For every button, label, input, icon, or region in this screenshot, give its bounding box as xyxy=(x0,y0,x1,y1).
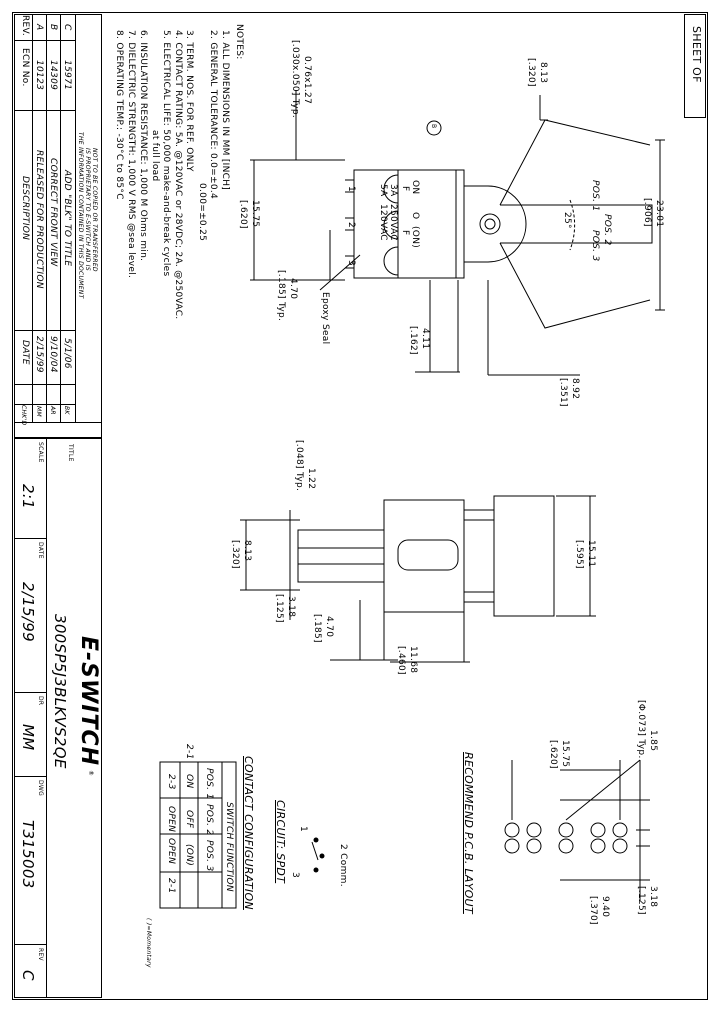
switch-function-header: SWITCH FUNCTION xyxy=(224,802,234,892)
pos-3-label: POS. 3 xyxy=(590,230,600,262)
pcb-dim-1-85-in: [Φ.073] Typ. xyxy=(636,700,646,759)
front-terminal-3 xyxy=(345,255,354,269)
side-view-terminal-block xyxy=(297,529,385,583)
sw-text-3a: 3A xyxy=(388,184,398,197)
sheet-border xyxy=(12,12,708,1000)
pcb-dim-15-75: 15.75 xyxy=(560,740,570,768)
sv-dim-8-13-in: [.320] xyxy=(230,540,240,569)
momentary-footnote: ( )=Momentary xyxy=(145,918,152,968)
sw-text-o: O xyxy=(410,212,420,220)
sw-text-5a: 5A xyxy=(378,184,388,197)
pcb-dim-15-75-in: [.620] xyxy=(548,740,558,769)
fv-dim-15-75: 15.75 xyxy=(250,200,260,228)
row-2-3-term: 2-3 xyxy=(166,774,176,790)
fv-dim-076-in: [.030x.050] Typ. xyxy=(290,40,300,119)
fv-dim-4-11: 4.11 xyxy=(420,328,430,350)
lever-pos-upper xyxy=(499,119,651,206)
fv-dim-4-70-in: [.185] Typ. xyxy=(276,270,286,322)
col-pos-1: POS. 1 xyxy=(204,768,214,800)
front-terminal-2 xyxy=(345,217,354,231)
pos-2-label: POS. 2 xyxy=(602,214,612,246)
sw-text-mom-on: (ON) xyxy=(410,226,420,249)
sw-text-f1: F xyxy=(400,186,410,192)
fv-dim-4-70: 4.70 xyxy=(288,278,298,300)
circuit-title: CIRCUIT: SPDT xyxy=(274,800,287,884)
rev-b-marker: B xyxy=(430,124,437,129)
pcb-layout-holes xyxy=(504,822,628,854)
sw-text-120: 120VAC xyxy=(378,204,388,241)
lever-pos-center xyxy=(500,204,653,244)
fv-dim-8-92: 8.92 xyxy=(570,378,580,400)
front-view-body xyxy=(353,169,465,279)
angle-label: 25° xyxy=(562,212,572,229)
side-view-lever xyxy=(493,495,555,617)
sv-dim-11-68-in: [.460] xyxy=(396,646,406,675)
circuit-label-2: 2 Comm. xyxy=(338,844,348,887)
terminal-label-2: 2 xyxy=(346,222,356,229)
circuit-label-3: 3 xyxy=(290,872,300,879)
circuit-label-1: 1 xyxy=(298,826,308,833)
fv-dim-15-75-in: [.620] xyxy=(238,200,248,229)
row-2-3-p2: OPEN xyxy=(166,838,176,865)
sv-dim-1-22-in: [.048] Typ. xyxy=(294,440,304,492)
lever-pos-lower xyxy=(499,242,651,329)
sheet-of-box xyxy=(684,14,706,118)
pcb-layout-title: RECOMMEND P.C.B. LAYOUT xyxy=(462,752,475,914)
pos-1-label: POS. 1 xyxy=(590,180,600,212)
row-2-1-p2: OFF xyxy=(184,810,194,829)
terminal-label-1: 1 xyxy=(346,186,356,193)
sv-dim-3-18: 3.18 xyxy=(286,596,296,618)
sw-text-250: 250VAC xyxy=(388,204,398,241)
sv-dim-8-13: 8.13 xyxy=(242,540,252,562)
sv-dim-11-68: 11.68 xyxy=(408,646,418,674)
fv-dim-8-13-in: [.320] xyxy=(526,58,536,87)
front-view-bushing xyxy=(464,185,527,263)
revision-block xyxy=(14,14,102,438)
fv-dim-076: 0.76x1.27 xyxy=(302,56,312,105)
row-2-3-p1: OPEN xyxy=(166,806,176,833)
sw-text-on: ON xyxy=(410,180,420,195)
pcb-dim-3-18-in: [.125] xyxy=(636,886,646,915)
sv-dim-15-11: 15.11 xyxy=(586,540,596,568)
sv-dim-15-11-in: [.595] xyxy=(574,540,584,569)
fv-dim-23-01-in: [.906] xyxy=(642,198,652,227)
terminal-label-3: 3 xyxy=(346,260,356,267)
pcb-dim-9-40: 9.40 xyxy=(600,896,610,918)
row-2-1-p3: (ON) xyxy=(184,844,194,867)
contact-config-title: CONTACT CONFIGURATION xyxy=(242,756,255,910)
side-view-bushing xyxy=(463,509,495,603)
row-2-3-p3: 2-1 xyxy=(166,878,176,894)
side-view-body xyxy=(383,499,465,613)
fv-dim-4-11-in: [.162] xyxy=(408,326,418,355)
pcb-dim-9-40-in: [.370] xyxy=(588,896,598,925)
fv-dim-23-01: 23.01 xyxy=(654,200,664,228)
front-terminal-1 xyxy=(345,179,354,193)
row-2-1-term: 2-1 xyxy=(184,744,194,760)
epoxy-seal-label: Epoxy Seal xyxy=(320,292,330,345)
sv-dim-4-70-in: [.185] xyxy=(312,614,322,643)
row-2-1-p1: ON xyxy=(184,774,194,789)
fv-dim-8-13: 8.13 xyxy=(538,62,548,84)
fv-dim-8-92-in: [.351] xyxy=(558,378,568,407)
col-pos-3: POS. 3 xyxy=(204,840,214,872)
sv-dim-1-22: 1.22 xyxy=(306,468,316,490)
sv-dim-4-70: 4.70 xyxy=(324,616,334,638)
sw-text-f2: F xyxy=(400,230,410,236)
pcb-dim-1-85: 1.85 xyxy=(648,730,658,752)
sv-dim-3-18-in: [.125] xyxy=(274,594,284,623)
pcb-dim-3-18: 3.18 xyxy=(648,886,658,908)
col-pos-2: POS. 2 xyxy=(204,804,214,836)
